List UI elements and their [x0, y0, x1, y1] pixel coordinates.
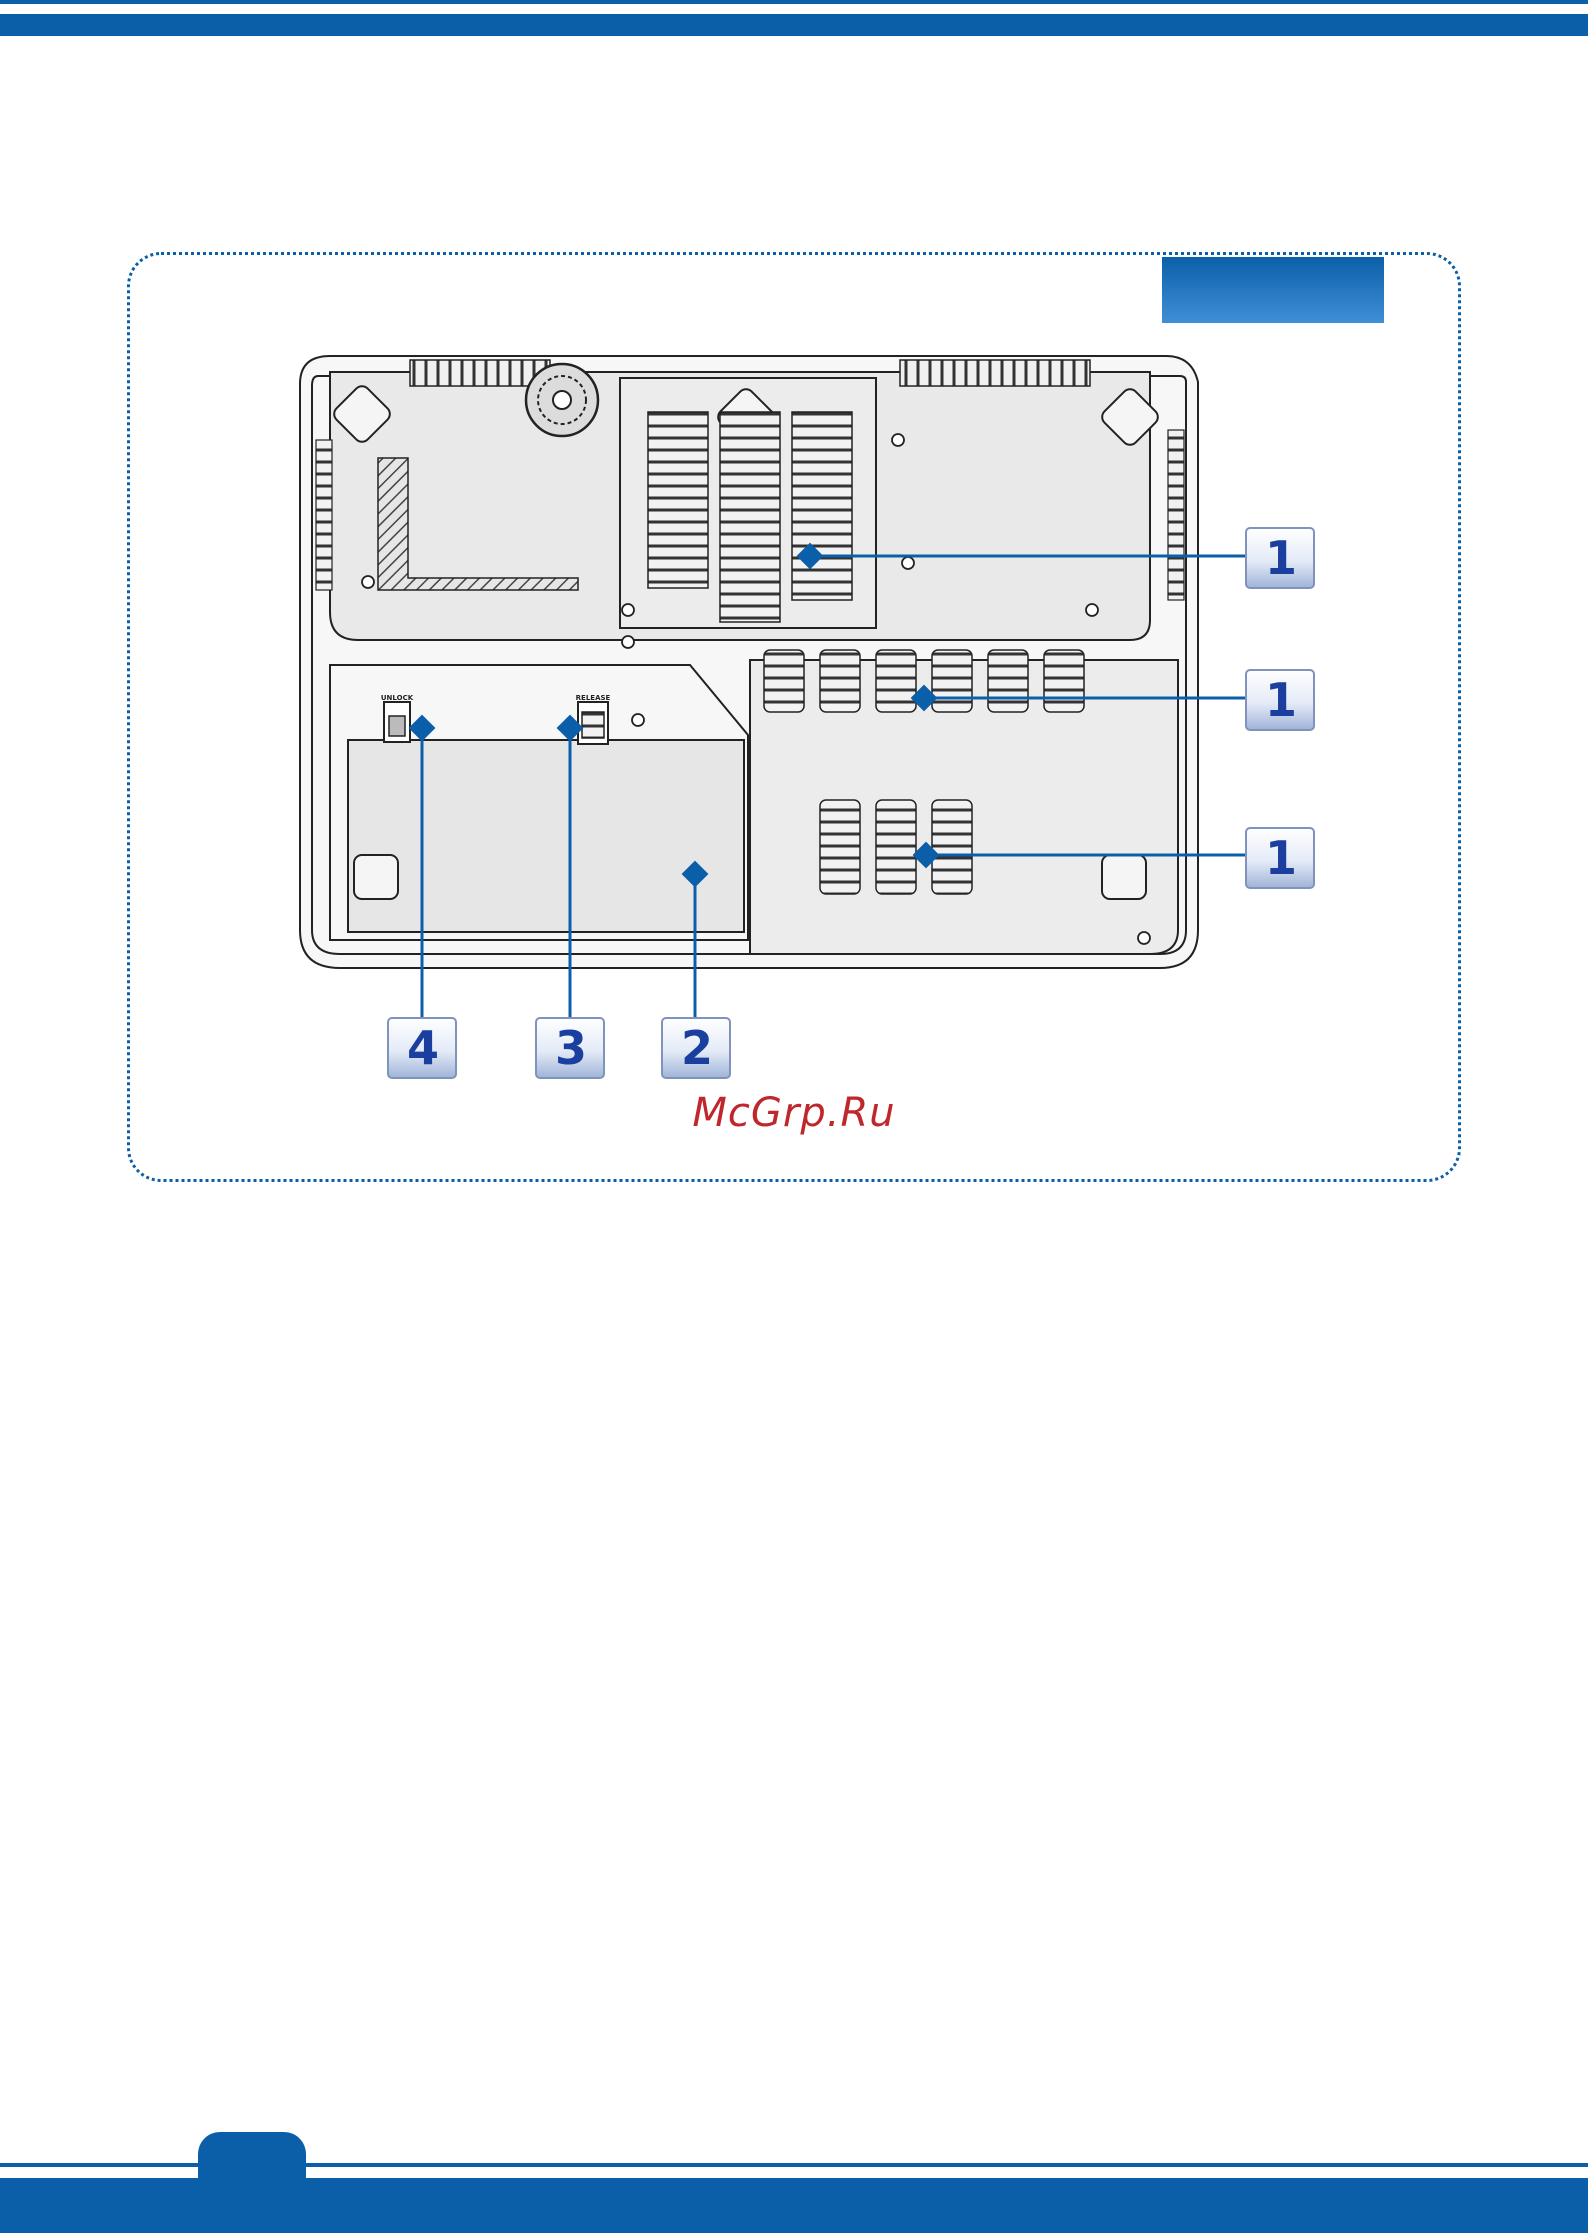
- top-vent-right: [900, 360, 1090, 386]
- callout-3-label: 3: [555, 1021, 587, 1075]
- callout-4: 4: [388, 1018, 456, 1078]
- callout-1-top: 1: [1246, 528, 1314, 588]
- bottom-rule-thin: [0, 2163, 1588, 2167]
- callout-1-bottom: 1: [1246, 828, 1314, 888]
- callout-1-middle-label: 1: [1265, 673, 1297, 727]
- bottom-rule-thick: [0, 2178, 1588, 2233]
- side-vent-right: [1168, 430, 1184, 600]
- callout-4-label: 4: [407, 1021, 439, 1075]
- vent-block-lower: [820, 800, 972, 894]
- callout-2-label: 2: [681, 1021, 713, 1075]
- battery-release-latch[interactable]: RELEASE: [576, 694, 611, 744]
- battery-unlock-switch[interactable]: UNLOCK: [381, 694, 414, 742]
- callout-2: 2: [662, 1018, 730, 1078]
- callout-1-top-label: 1: [1265, 531, 1297, 585]
- callout-3: 3: [536, 1018, 604, 1078]
- unlock-label: UNLOCK: [381, 694, 414, 702]
- side-vent-left: [316, 440, 332, 590]
- watermark-text: McGrp.Ru: [0, 1090, 1588, 1136]
- callout-1-middle: 1: [1246, 670, 1314, 730]
- callout-1-bottom-label: 1: [1265, 831, 1297, 885]
- top-vent-left: [410, 360, 550, 386]
- release-label: RELEASE: [576, 694, 611, 702]
